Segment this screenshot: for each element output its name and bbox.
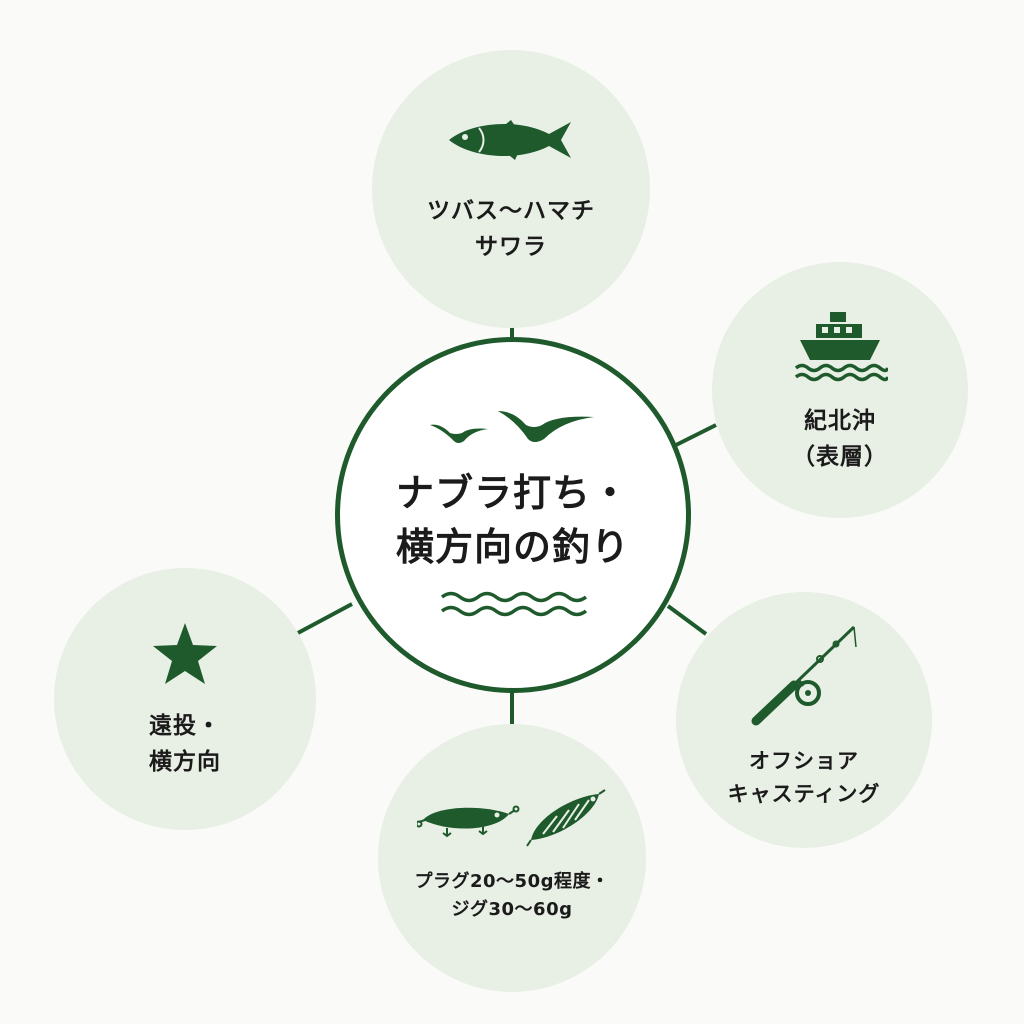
node-area: 紀北沖 （表層） bbox=[712, 262, 968, 518]
node-tackle: オフショア キャスティング bbox=[676, 592, 932, 848]
node-label-line: 遠投・ bbox=[149, 713, 221, 740]
fish-icon bbox=[445, 120, 577, 161]
node-label-line: プラグ20〜50g程度・ bbox=[414, 871, 610, 893]
node-lures: プラグ20〜50g程度・ ジグ30〜60g bbox=[378, 724, 646, 992]
center-hub: ナブラ打ち・ 横方向の釣り bbox=[335, 337, 691, 693]
node-label-line: 紀北沖 bbox=[804, 408, 876, 435]
node-label-line: ジグ30〜60g bbox=[451, 899, 573, 920]
seagulls-icon bbox=[428, 407, 598, 457]
node-label-line: ツバス〜ハマチ bbox=[427, 198, 595, 225]
ship-icon bbox=[792, 310, 888, 382]
waves-icon bbox=[438, 589, 588, 623]
node-label-line: オフショア bbox=[749, 749, 859, 774]
node-label-line: 横方向 bbox=[149, 749, 221, 775]
jig-lure-icon bbox=[526, 789, 606, 847]
lures-icon bbox=[417, 788, 607, 850]
connector-star bbox=[295, 602, 353, 636]
connector-ship bbox=[675, 423, 717, 447]
center-title-line: ナブラ打ち・ bbox=[395, 471, 630, 516]
node-label-line: キャスティング bbox=[727, 782, 881, 806]
connector-rod bbox=[666, 604, 708, 636]
node-label-line: （表層） bbox=[792, 444, 888, 470]
center-title-line: 横方向の釣り bbox=[395, 525, 630, 569]
plug-lure-icon bbox=[417, 805, 520, 838]
star-icon bbox=[151, 621, 219, 687]
node-label-line: サワラ bbox=[475, 234, 547, 260]
node-target-fish: ツバス〜ハマチ サワラ bbox=[372, 50, 650, 328]
fishing-rod-icon bbox=[748, 623, 860, 727]
node-style: 遠投・ 横方向 bbox=[54, 568, 316, 830]
